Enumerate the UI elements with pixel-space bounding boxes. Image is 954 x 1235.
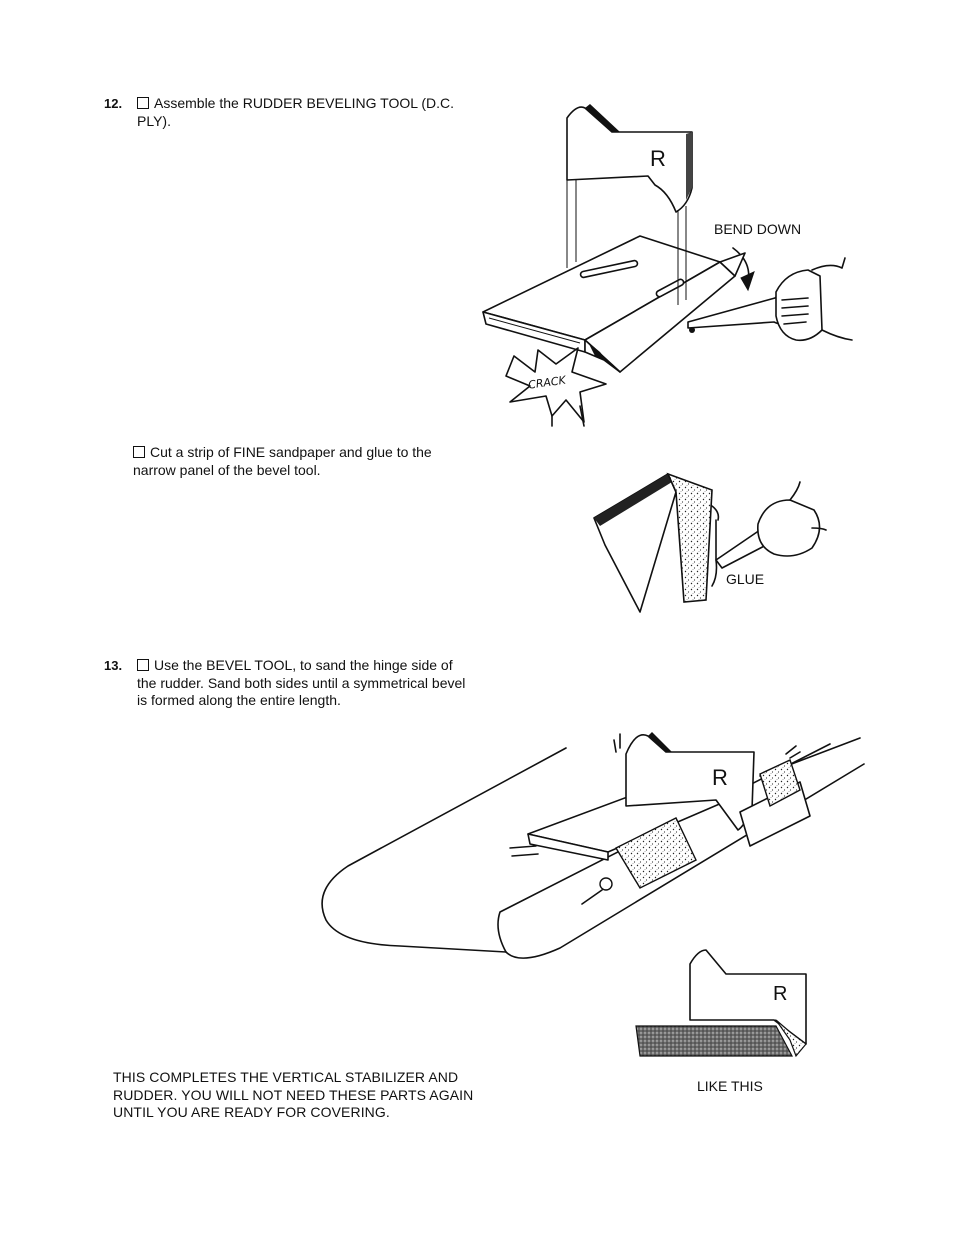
- step-12-sandpaper-instruction: Cut a strip of FINE sandpaper and glue t…: [133, 444, 478, 479]
- closing-line-1: THIS COMPLETES THE VERTICAL STABILIZER A…: [113, 1069, 459, 1085]
- step-13-number: 13.: [104, 658, 123, 673]
- sandpaper-strip: [666, 472, 713, 603]
- glue-bottle-cap: [775, 269, 823, 342]
- closing-note: THIS COMPLETES THE VERTICAL STABILIZER A…: [113, 1069, 493, 1122]
- result-figure: R: [635, 949, 807, 1058]
- belt-top-edge: [321, 747, 567, 953]
- like-this-label: LIKE THIS: [697, 1078, 763, 1094]
- step-13-instruction: Use the BEVEL TOOL, to sand the hinge si…: [137, 657, 482, 710]
- rudder-letter: R: [650, 146, 666, 171]
- sandpaper-line-1: Cut a strip of FINE sandpaper and glue t…: [150, 444, 432, 460]
- closing-line-2: RUDDER. YOU WILL NOT NEED THESE PARTS AG…: [113, 1086, 474, 1103]
- glue-label: GLUE: [726, 571, 765, 587]
- tool-letter: R: [712, 765, 728, 790]
- belt-inner-edge: [497, 743, 831, 953]
- tool-slot: [579, 259, 639, 279]
- hinge-flap: [719, 252, 746, 277]
- step-12-checkbox[interactable]: [137, 97, 149, 109]
- step-13-line-3: is formed along the entire length.: [137, 692, 341, 708]
- rudder-part: [566, 106, 693, 213]
- step-12-line-1: Assemble the RUDDER BEVELING TOOL (D.C.: [154, 95, 455, 111]
- step-13-checkbox[interactable]: [137, 659, 149, 671]
- step-13-line-2: the rudder. Sand both sides until a symm…: [137, 674, 466, 691]
- step-12-line-2: PLY).: [137, 112, 171, 129]
- glue-bottle: [757, 499, 821, 557]
- tool-slot-2: [655, 278, 685, 298]
- result-letter: R: [773, 983, 787, 1005]
- sandpaper-line-2: narrow panel of the bevel tool.: [133, 461, 321, 478]
- step-12-instruction: Assemble the RUDDER BEVELING TOOL (D.C. …: [137, 95, 477, 130]
- closing-line-3: UNTIL YOU ARE READY FOR COVERING.: [113, 1104, 390, 1120]
- sandpaper-glue-figure: [593, 472, 827, 613]
- bend-down-label: BEND DOWN: [714, 221, 802, 237]
- crack-text: CRACK: [527, 373, 567, 391]
- step-13-line-1: Use the BEVEL TOOL, to sand the hinge si…: [154, 657, 453, 673]
- step-12-number: 12.: [104, 96, 123, 111]
- sandpaper-checkbox[interactable]: [133, 446, 145, 458]
- belt-front-edge: [505, 763, 865, 959]
- sanding-belt-figure: R: [321, 732, 865, 959]
- sandpaper-strip-result: [635, 1025, 793, 1057]
- sandpaper-block: [615, 817, 697, 889]
- crack-burst: [505, 347, 607, 423]
- bevel-tool-assembly-figure: R CRACK: [482, 104, 853, 427]
